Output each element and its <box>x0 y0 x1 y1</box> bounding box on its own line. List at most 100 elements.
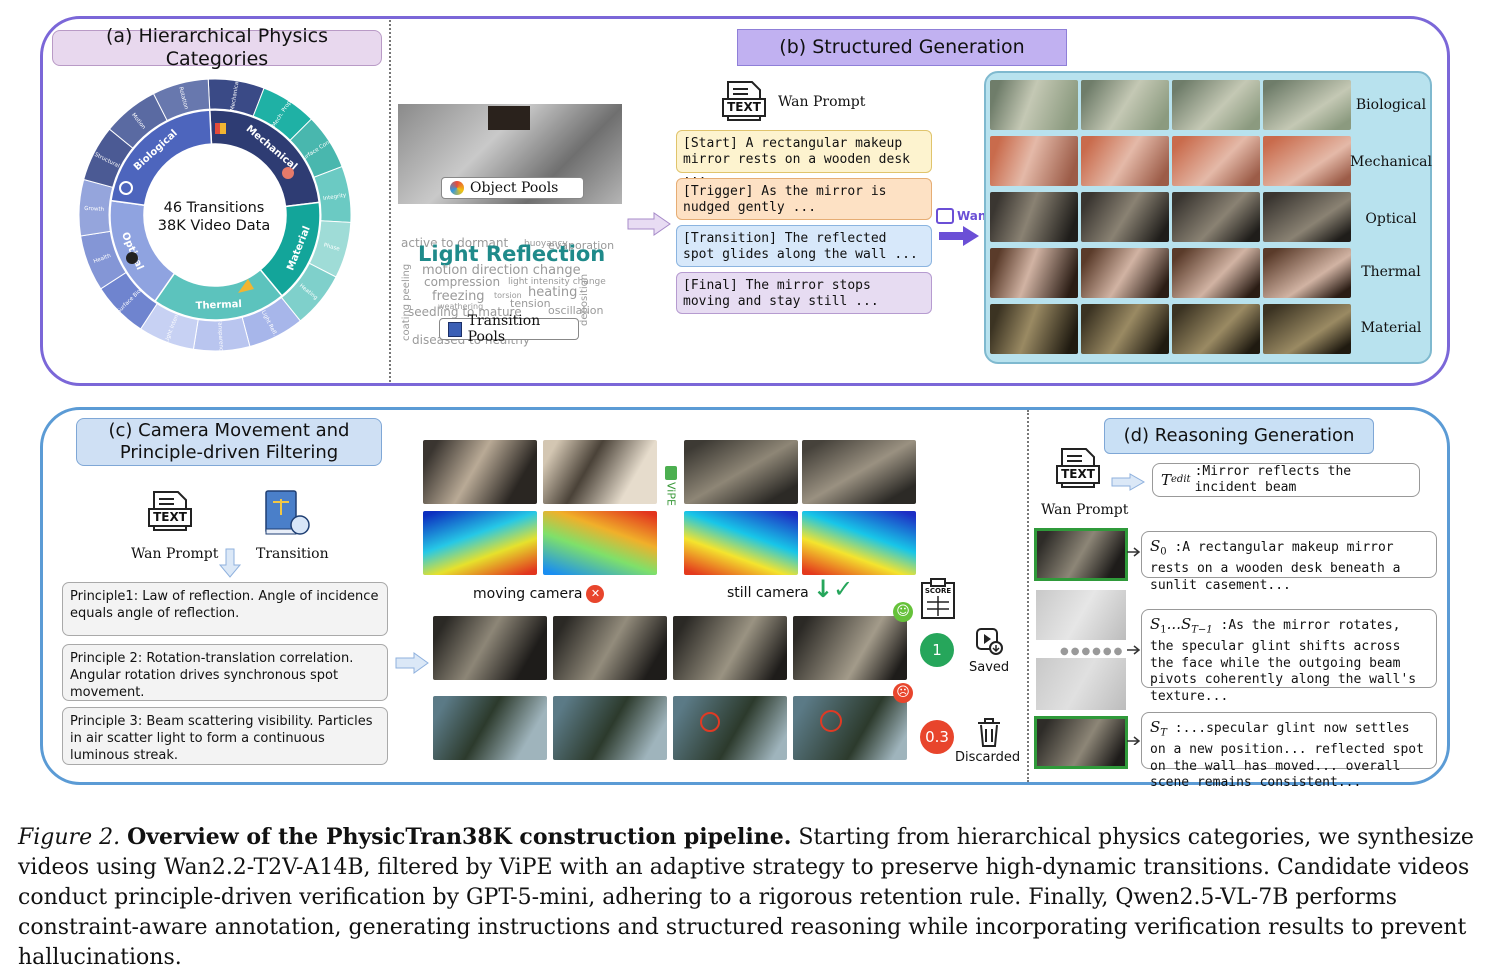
row-label-mechanical: Mechanical <box>1350 154 1432 170</box>
transition-pools-icon <box>448 322 462 337</box>
wan-label: Wan <box>936 208 986 224</box>
still-depth-2 <box>802 511 916 575</box>
good-frame-2 <box>553 616 667 680</box>
down-arrow-c <box>218 547 242 579</box>
video-frame <box>1263 136 1351 186</box>
video-frame <box>1172 248 1260 298</box>
sunburst-outer-label: Growth <box>84 206 105 213</box>
video-frame <box>990 80 1078 130</box>
reason-frame-mid-2 <box>1036 658 1126 710</box>
panel-a-title: (a) Hierarchical Physics Categories <box>52 30 382 66</box>
moving-camera-label: moving camera ✕ <box>473 585 604 603</box>
top-divider <box>389 20 391 382</box>
vipe-label: ViPE <box>662 466 680 528</box>
reason-frame-mid-1 <box>1036 590 1126 640</box>
wan-arrow <box>937 224 981 248</box>
nvidia-icon <box>665 466 677 480</box>
happy-face-icon: ☺ <box>893 602 913 622</box>
step-transition: [Transition] The reflected spot glides a… <box>676 225 932 267</box>
step-start: [Start] A rectangular makeup mirror rest… <box>676 130 932 173</box>
still-rgb-2 <box>802 440 916 504</box>
video-frame <box>1172 136 1260 186</box>
text-doc-icon-d: TEXT <box>1056 447 1100 489</box>
video-frame <box>1263 248 1351 298</box>
video-frame <box>1263 192 1351 242</box>
prompt-to-tedit-arrow <box>1110 472 1146 492</box>
score-sheet-icon: SCORE <box>919 578 957 620</box>
trash-icon-red: ✕ <box>586 585 604 603</box>
sunburst-label-thermal: Thermal <box>195 299 242 312</box>
s1-st-box: S1...ST−1 :As the mirror rotates, the sp… <box>1141 609 1437 688</box>
row-label-material: Material <box>1350 320 1432 336</box>
ellipsis-dots: ●●●●●● <box>1060 646 1124 657</box>
trash-icon <box>976 718 1002 748</box>
step-trigger: [Trigger] As the mirror is nudged gently… <box>676 178 932 220</box>
video-frame <box>1081 192 1169 242</box>
text-doc-icon-c: TEXT <box>148 490 192 532</box>
row-label-biological: Biological <box>1350 97 1432 113</box>
panel-c-title: (c) Camera Movement and Principle-driven… <box>76 418 382 466</box>
reason-frame-end <box>1034 716 1128 769</box>
panel-d-title: (d) Reasoning Generation <box>1104 418 1374 454</box>
score-bad: 0.3 <box>920 720 954 754</box>
step-final: [Final] The mirror stops moving and stay… <box>676 272 932 314</box>
discarded-label: Discarded <box>955 750 1020 765</box>
save-video-icon <box>975 627 1003 655</box>
sad-face-icon: ☹ <box>893 683 913 703</box>
law-book-icon <box>262 489 312 539</box>
transition-pools-label: Transition Pools <box>439 318 579 340</box>
video-frame <box>1172 80 1260 130</box>
still-depth-1 <box>684 511 798 575</box>
figure-caption: Figure 2. Overview of the PhysicTran38K … <box>18 822 1478 973</box>
video-frame <box>1172 192 1260 242</box>
video-frame <box>1081 248 1169 298</box>
bad-frame-2 <box>553 696 667 760</box>
good-frame-1 <box>433 616 547 680</box>
moving-rgb-2 <box>543 440 657 504</box>
object-pools-icon <box>450 181 464 195</box>
good-frame-4 <box>793 616 907 680</box>
object-pools-label: Object Pools <box>441 177 584 199</box>
st-box: ST :...specular glint now settles on a n… <box>1141 712 1437 769</box>
good-frame-3 <box>673 616 787 680</box>
error-circle-2 <box>820 710 842 732</box>
video-frame <box>990 192 1078 242</box>
video-frame <box>1081 80 1169 130</box>
wan-logo-icon <box>936 208 954 224</box>
video-frame <box>1081 304 1169 354</box>
moving-depth-1 <box>423 511 537 575</box>
video-frame <box>990 136 1078 186</box>
moving-depth-2 <box>543 511 657 575</box>
still-rgb-1 <box>684 440 798 504</box>
row-label-optical: Optical <box>1350 211 1432 227</box>
down-check-icon: ↓✓ <box>813 576 853 602</box>
video-frame <box>1081 136 1169 186</box>
thermal-icon <box>282 167 294 179</box>
bad-frame-1 <box>433 696 547 760</box>
video-frame <box>990 304 1078 354</box>
video-frame <box>1263 80 1351 130</box>
principle-3: Principle 3: Beam scattering visibility.… <box>62 707 388 765</box>
error-circle-1 <box>700 712 720 732</box>
row-label-thermal: Thermal <box>1350 264 1432 280</box>
panel-c-wan-prompt: Wan Prompt <box>131 546 218 562</box>
reason-frame-start <box>1034 528 1128 581</box>
bottom-divider <box>1027 410 1029 782</box>
video-frame <box>1263 304 1351 354</box>
score-good: 1 <box>920 633 954 667</box>
principle-1: Principle1: Law of reflection. Angle of … <box>62 582 388 636</box>
still-camera-label: still camera <box>727 585 809 601</box>
biological-icon <box>126 252 138 264</box>
center-line-2: 38K Video Data <box>150 217 278 235</box>
s0-box: S0 :A rectangular makeup mirror rests on… <box>1141 531 1437 578</box>
reason-arrows <box>1126 545 1142 745</box>
sunburst-center-label: 46 Transitions 38K Video Data <box>150 199 278 235</box>
video-frame <box>1172 304 1260 354</box>
panel-b-title: (b) Structured Generation <box>737 29 1067 66</box>
principles-arrow <box>394 651 430 675</box>
panel-d-wan-prompt: Wan Prompt <box>1041 502 1128 518</box>
panel-b-wan-prompt: Wan Prompt <box>778 94 865 110</box>
center-line-1: 46 Transitions <box>150 199 278 217</box>
video-frame <box>990 248 1078 298</box>
